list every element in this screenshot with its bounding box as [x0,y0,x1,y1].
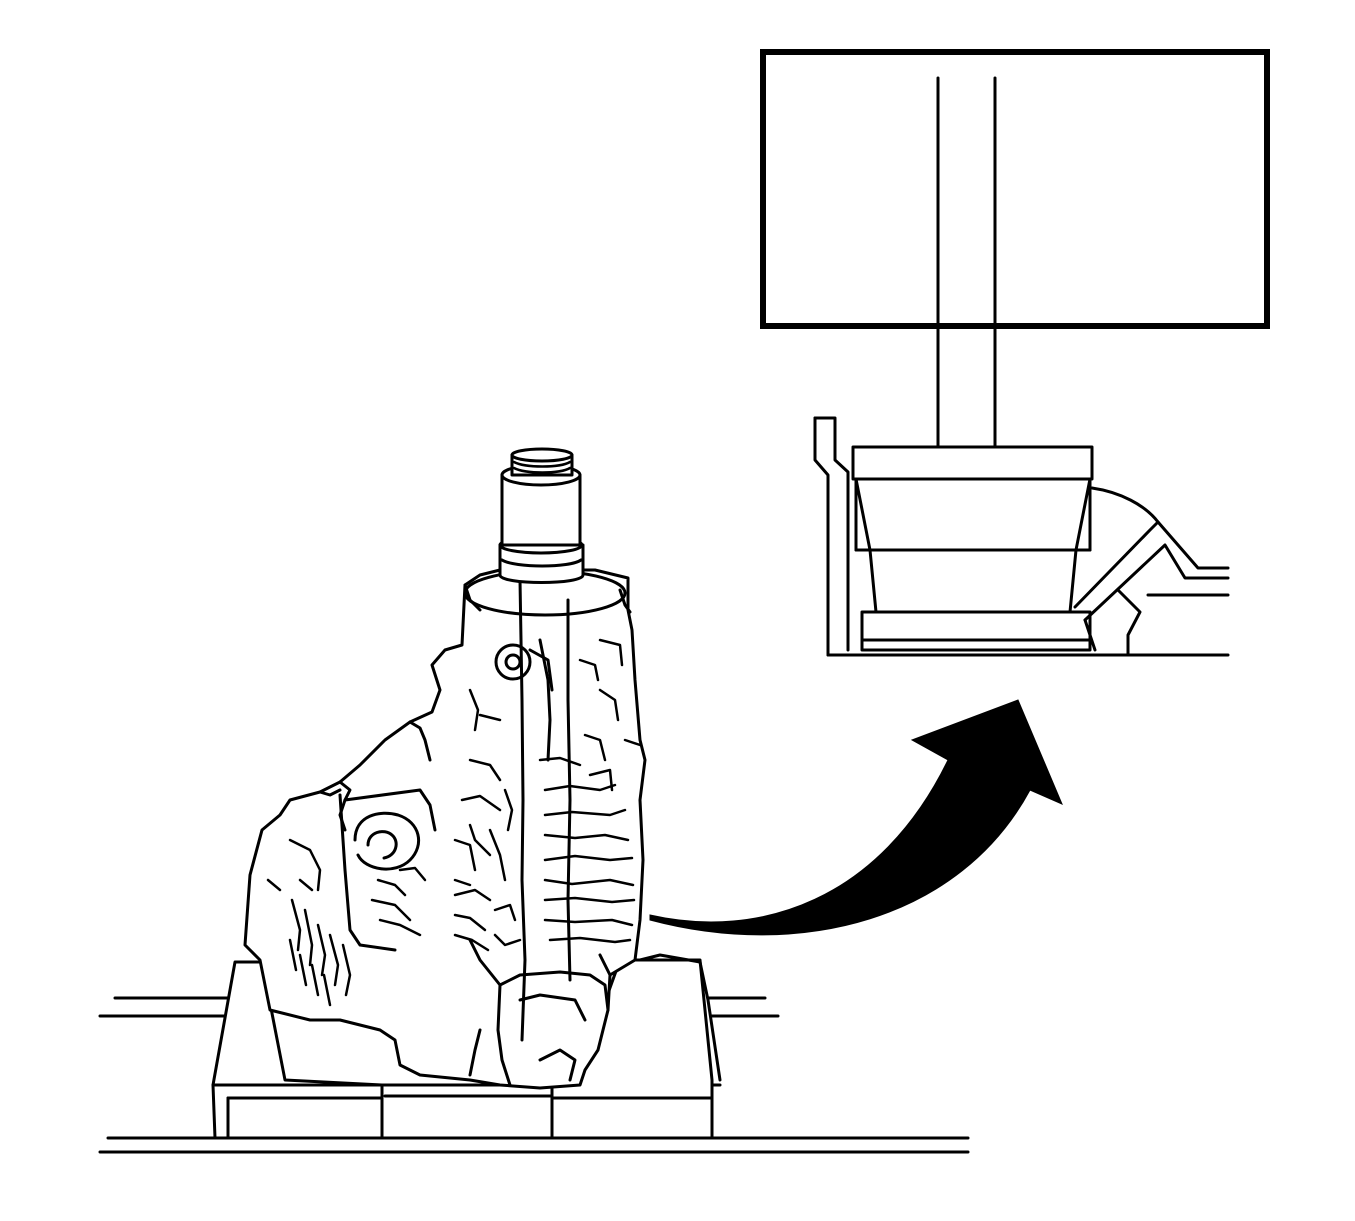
detail-view [760,49,1270,657]
transmission-housing [243,568,647,1090]
curved-arrow [649,699,1063,936]
installer-tool [498,447,585,584]
